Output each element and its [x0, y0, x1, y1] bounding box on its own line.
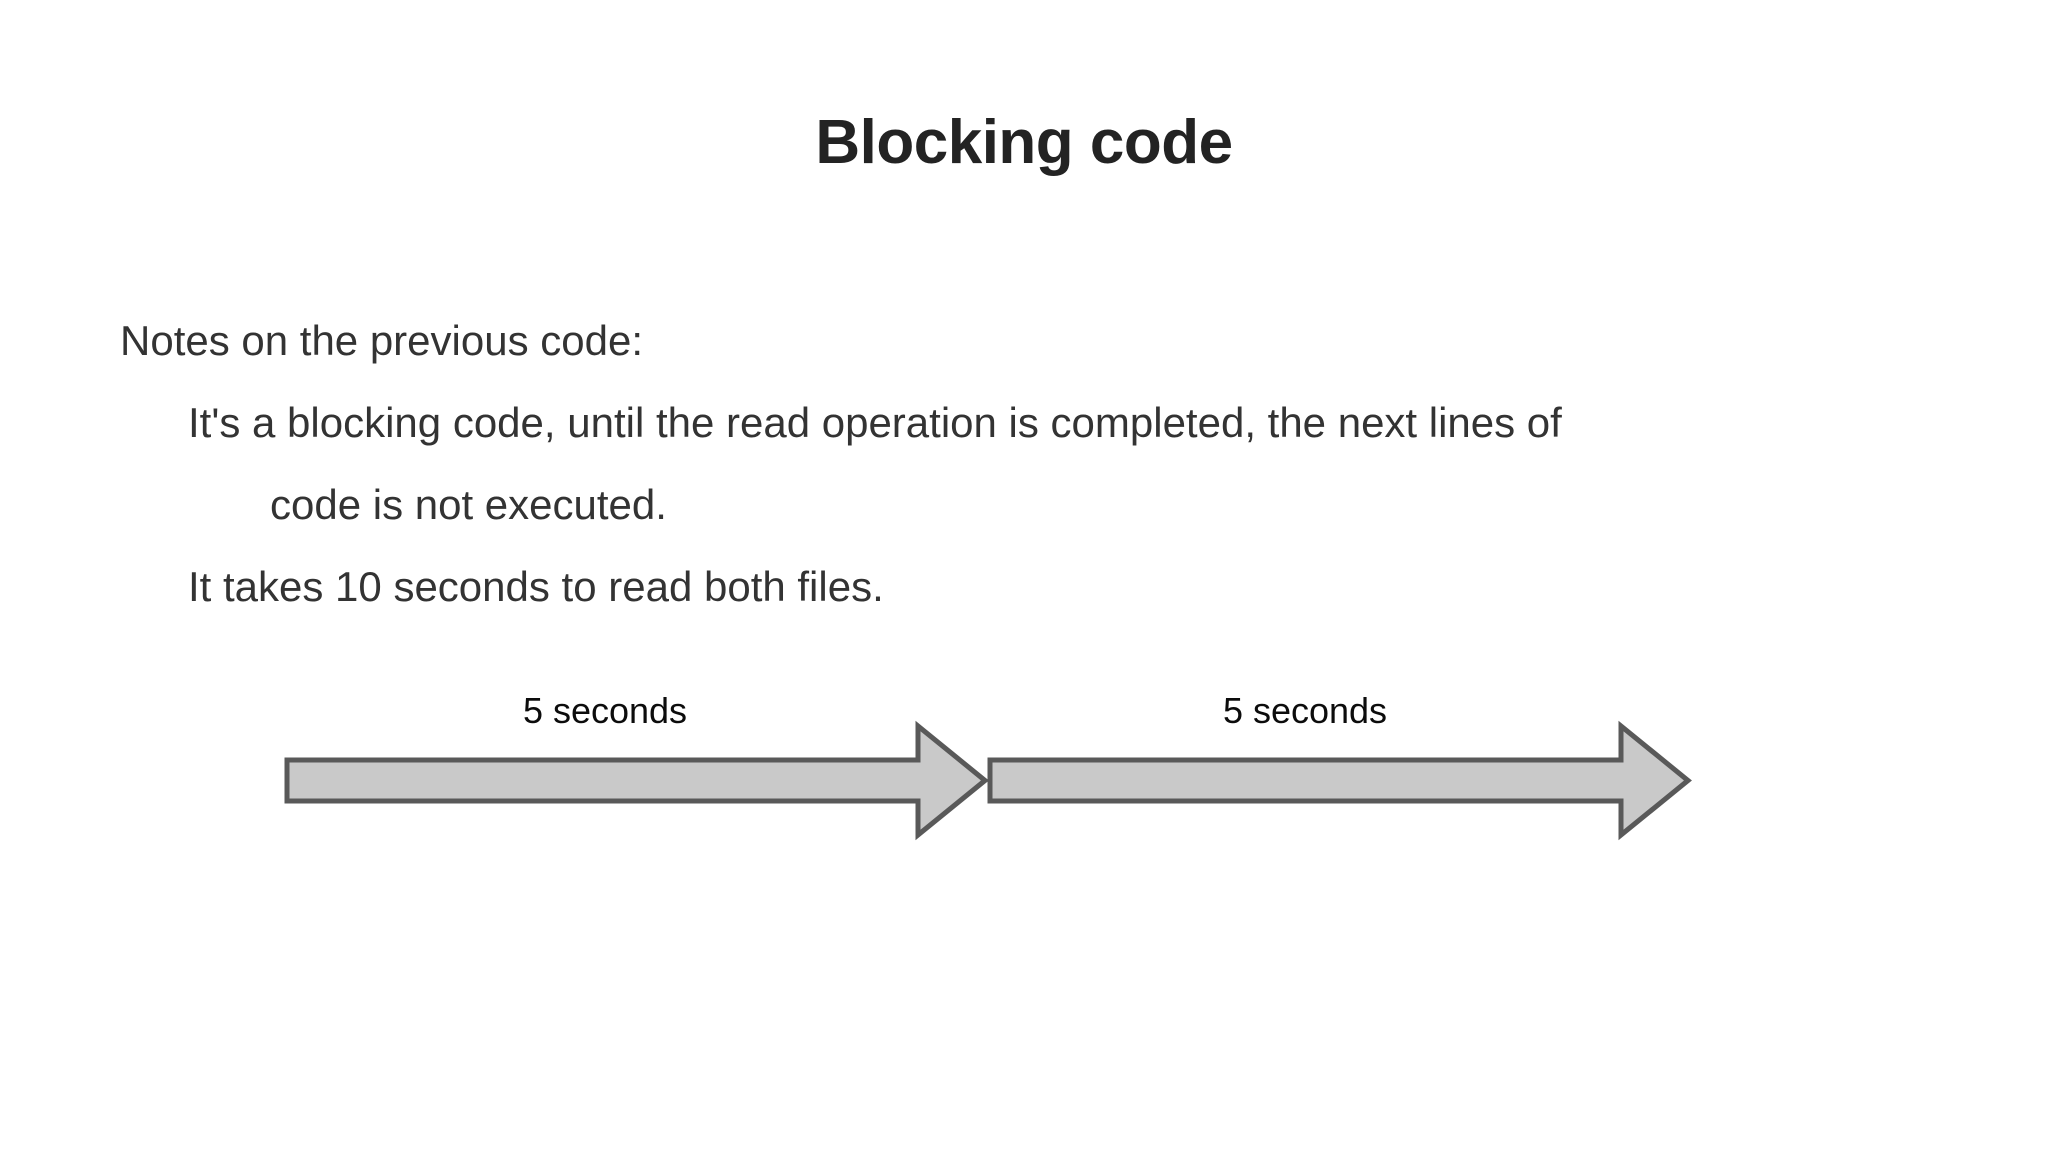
body-line-heading: Notes on the previous code: — [120, 317, 643, 364]
arrow-shapes-svg — [284, 720, 1692, 841]
page-title: Blocking code — [815, 108, 1233, 177]
body-line-bullet-1-wrap: code is not executed. — [270, 481, 667, 528]
body-text-block: Notes on the previous code: It's a block… — [120, 300, 1960, 628]
body-line-bullet-2: It takes 10 seconds to read both files. — [188, 563, 884, 610]
arrow-label-first: 5 seconds — [522, 690, 688, 731]
block-arrow-second — [987, 720, 1692, 841]
block-arrow-first — [284, 720, 989, 841]
body-line-bullet-1: It's a blocking code, until the read ope… — [188, 399, 1562, 446]
arrow-label-second: 5 seconds — [1222, 690, 1388, 731]
timeline-arrow-diagram: 5 seconds 5 seconds — [0, 690, 2048, 890]
